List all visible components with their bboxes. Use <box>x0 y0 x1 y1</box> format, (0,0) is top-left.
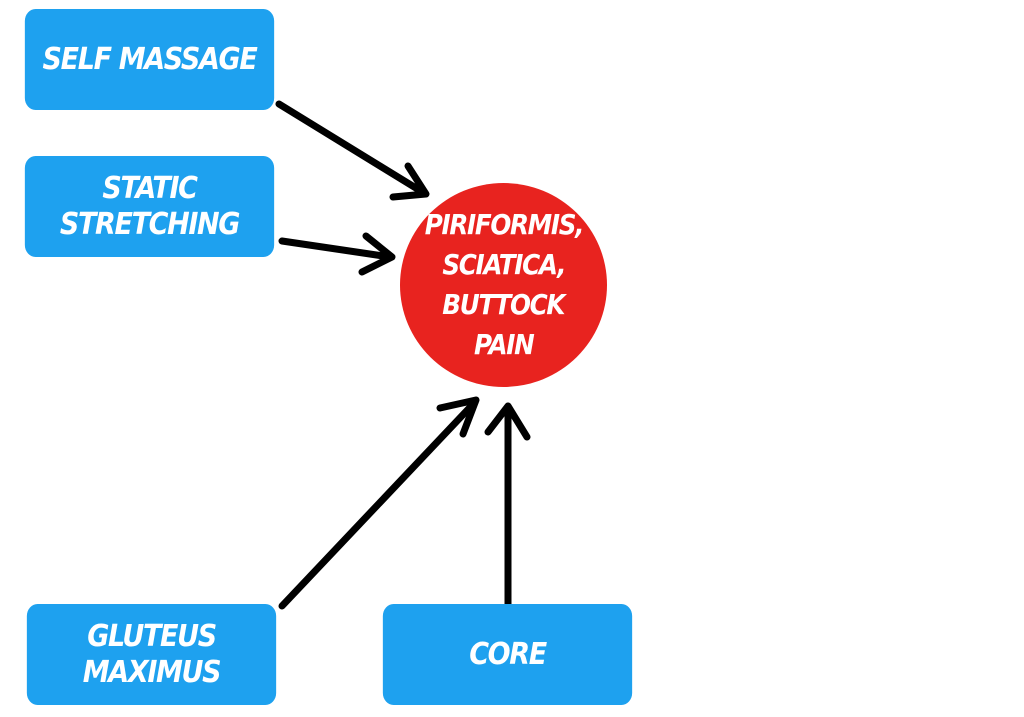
node-static-stretching-label-line1: STATIC <box>102 170 198 206</box>
node-gluteus-maximus: GLUTEUS MAXIMUS <box>26 604 277 705</box>
center-node-label-line3: BUTTOCK <box>442 288 566 321</box>
arrow-static-stretching <box>278 232 396 276</box>
node-core-label: CORE <box>469 636 547 672</box>
node-self-massage-label: SELF MASSAGE <box>42 41 258 77</box>
node-gluteus-maximus-label-line2: MAXIMUS <box>82 654 222 690</box>
center-node-label-line1: PIRIFORMIS, <box>424 208 584 241</box>
node-static-stretching: STATIC STRETCHING <box>24 156 275 257</box>
node-self-massage: SELF MASSAGE <box>24 9 275 110</box>
node-gluteus-maximus-label-line1: GLUTEUS <box>87 618 217 654</box>
arrow-core <box>484 402 531 612</box>
node-core: CORE <box>382 604 633 705</box>
arrow-self-massage <box>275 100 430 201</box>
arrow-gluteus-maximus <box>278 396 480 610</box>
center-node-label-line4: PAIN <box>473 328 535 361</box>
center-node-pain: PIRIFORMIS, SCIATICA, BUTTOCK PAIN <box>400 183 607 387</box>
center-node-label-line2: SCIATICA, <box>442 248 566 281</box>
node-static-stretching-label-line2: STRETCHING <box>59 206 241 242</box>
